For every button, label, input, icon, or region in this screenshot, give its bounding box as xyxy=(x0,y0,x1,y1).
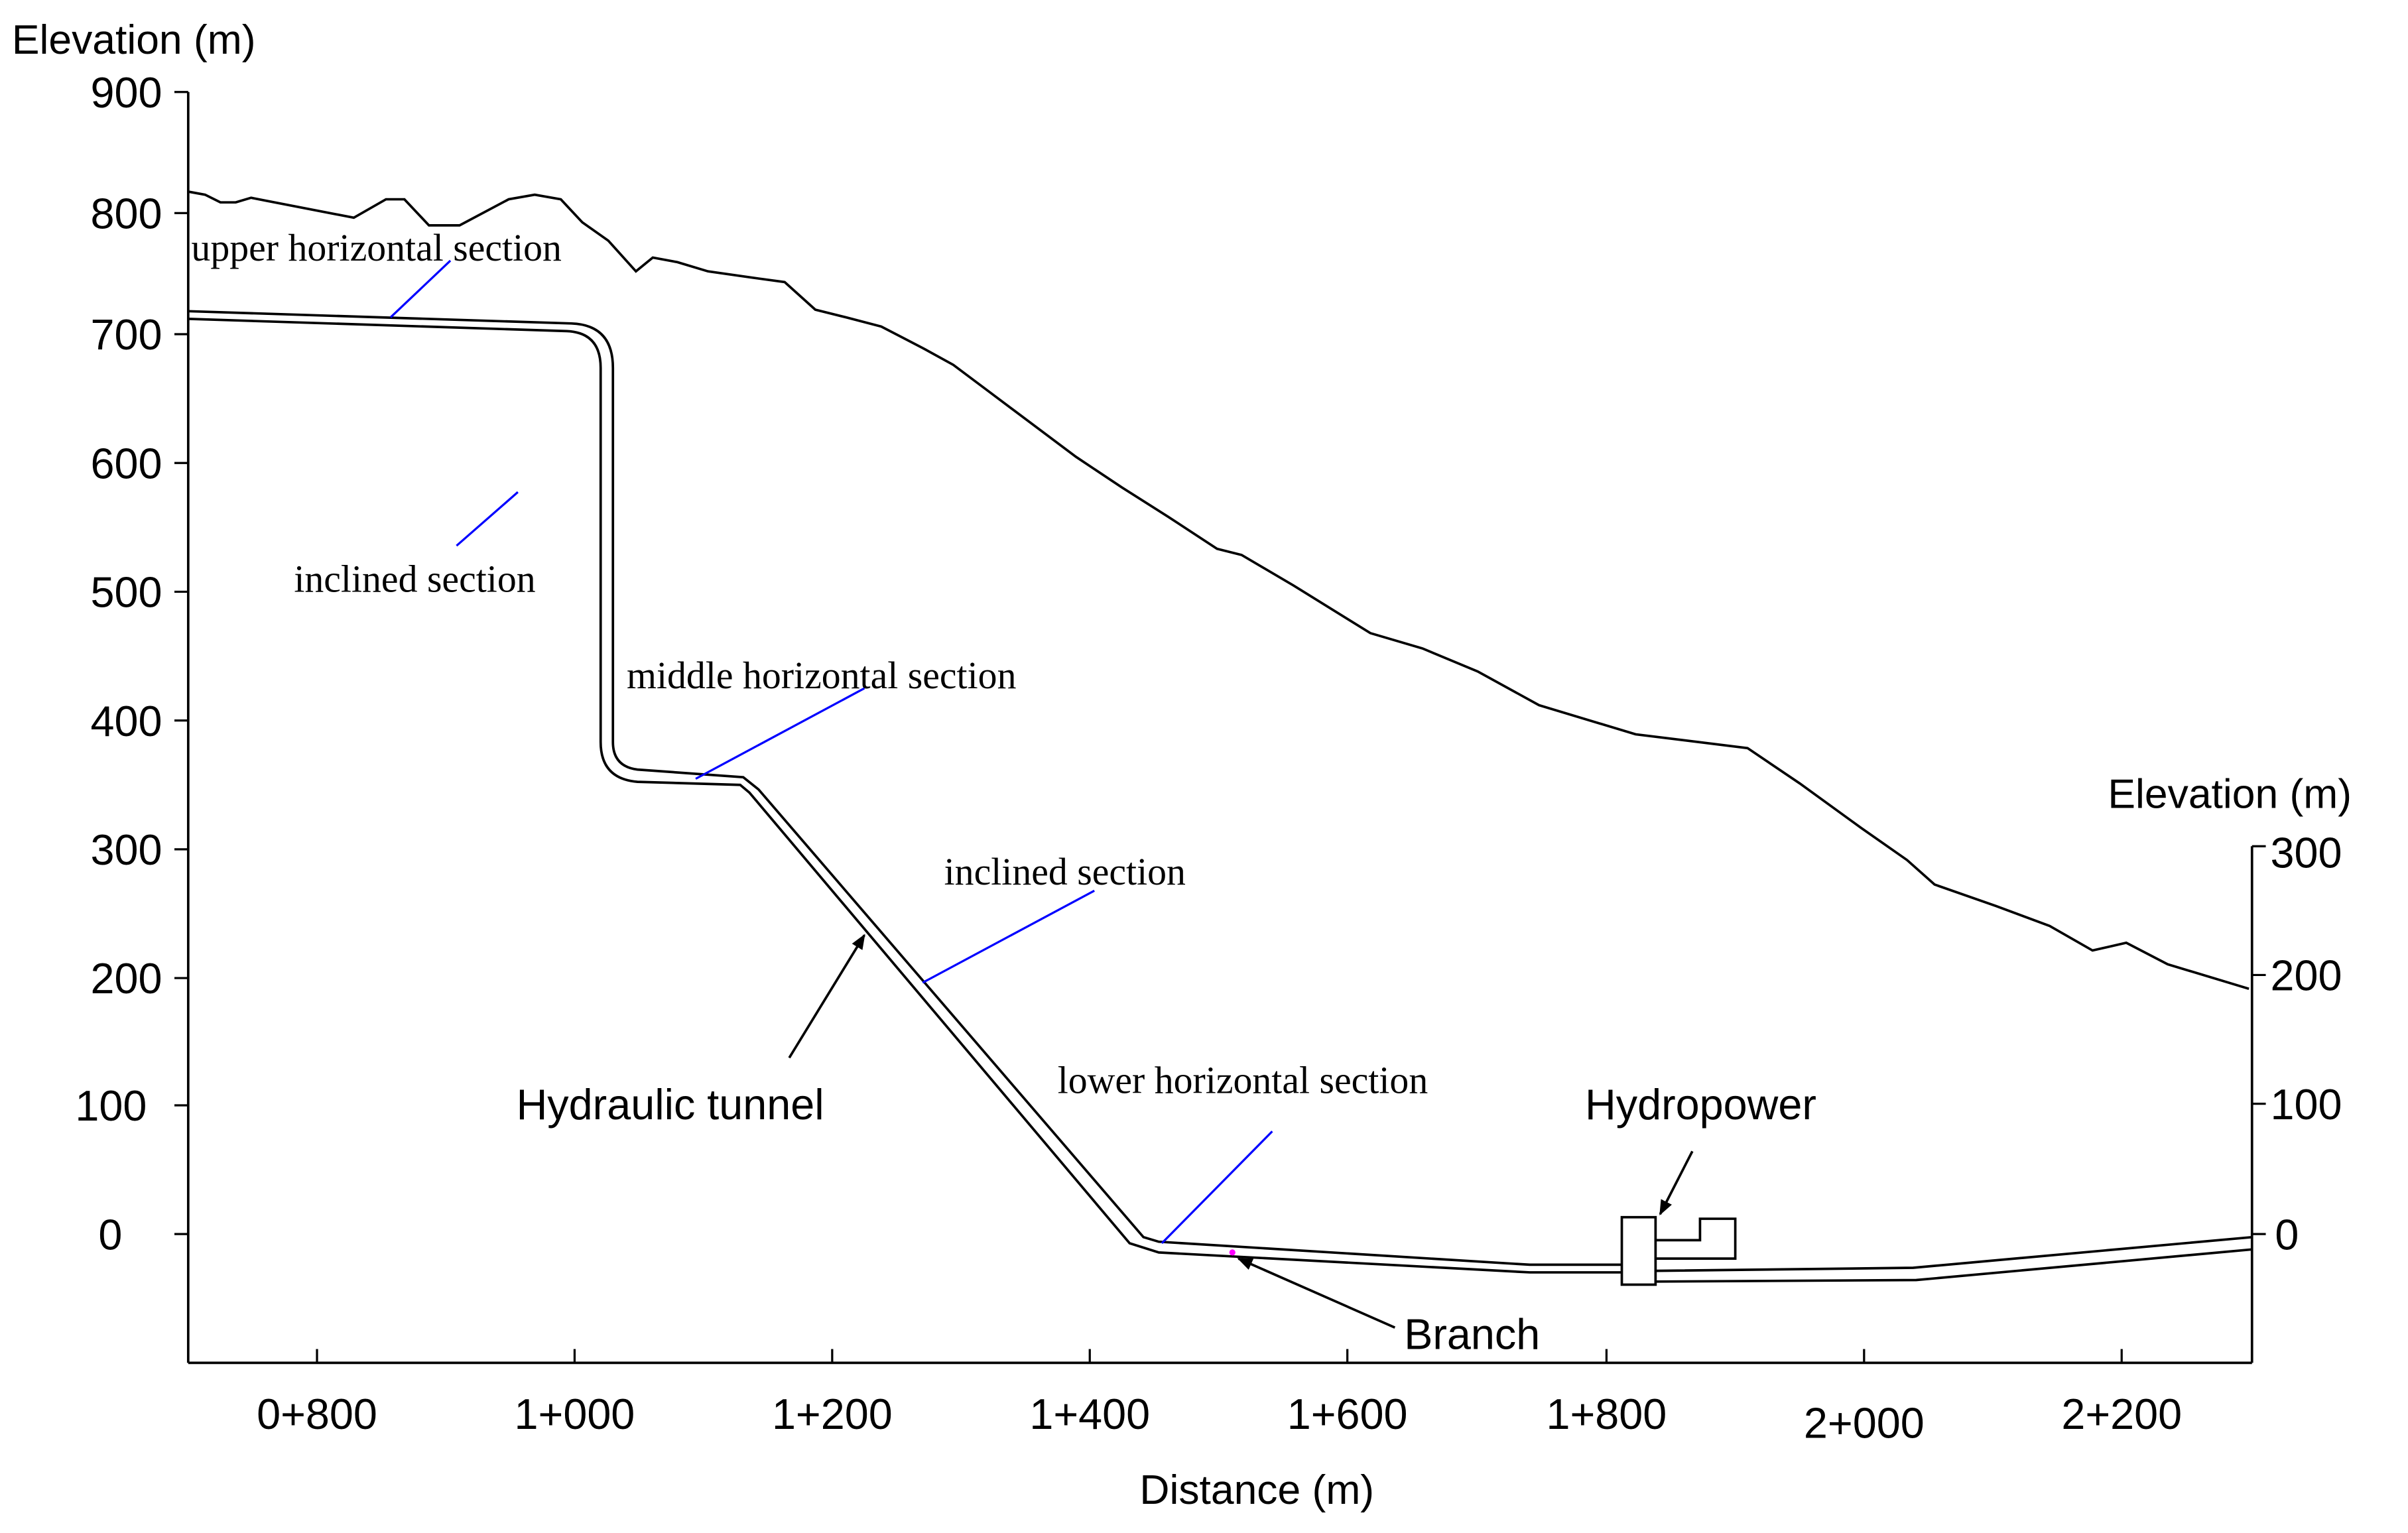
leader-inclined-upper xyxy=(456,491,519,547)
label-hydraulic-tunnel: Hydraulic tunnel xyxy=(517,1080,824,1129)
x-tick-label: 1+000 xyxy=(515,1390,635,1438)
right-axis-ticks xyxy=(2251,845,2266,1235)
tailrace-upper-wall xyxy=(1655,1235,2252,1272)
x-axis-ticks xyxy=(316,1349,2123,1363)
tunnel-upper-wall xyxy=(188,310,1622,1266)
section-labels: upper horizontal section inclined sectio… xyxy=(191,226,1428,1101)
left-axis-title: Elevation (m) xyxy=(12,17,256,63)
x-axis-title: Distance (m) xyxy=(1139,1467,1374,1513)
label-hydropower: Hydropower xyxy=(1585,1080,1816,1129)
leader-inclined-lower xyxy=(922,889,1095,984)
x-tick-label: 1+400 xyxy=(1029,1390,1150,1438)
left-tick-label: 300 xyxy=(91,826,162,874)
left-tick-label: 600 xyxy=(91,439,162,487)
left-tick-label: 0 xyxy=(98,1210,122,1258)
left-tick-label: 200 xyxy=(91,954,162,1003)
branch-marker xyxy=(1229,1249,1236,1256)
right-tick-labels: 300 200 100 0 xyxy=(2270,829,2342,1259)
callout-labels: Hydraulic tunnel Hydropower Branch xyxy=(517,1080,1816,1359)
leader-lower-horizontal xyxy=(1161,1131,1273,1245)
arrow-hydropower xyxy=(1659,1150,1694,1216)
right-tick-label: 0 xyxy=(2275,1210,2299,1258)
left-tick-label: 100 xyxy=(75,1081,147,1130)
x-tick-label: 1+600 xyxy=(1287,1390,1408,1438)
left-tick-label: 900 xyxy=(91,68,162,117)
label-upper-horizontal-section: upper horizontal section xyxy=(191,226,562,269)
left-tick-label: 500 xyxy=(91,568,162,617)
leader-middle-horizontal xyxy=(695,687,865,780)
arrow-branch xyxy=(1237,1257,1396,1329)
tunnel-lower-wall xyxy=(188,318,1622,1274)
arrow-hydraulic-tunnel xyxy=(788,934,865,1059)
right-tick-label: 200 xyxy=(2270,951,2342,1000)
x-tick-label: 1+200 xyxy=(772,1390,893,1438)
right-tick-label: 300 xyxy=(2270,829,2342,877)
ground-surface-line xyxy=(188,190,2250,991)
powerhouse-block xyxy=(1620,1215,1657,1286)
left-tick-labels: 900 800 700 600 500 400 300 200 100 0 xyxy=(75,68,162,1258)
x-tick-label: 2+000 xyxy=(1804,1399,1925,1447)
left-tick-label: 400 xyxy=(91,697,162,745)
tailrace-lower-wall xyxy=(1655,1248,2252,1283)
label-inclined-section-lower: inclined section xyxy=(944,850,1186,893)
label-inclined-section-upper: inclined section xyxy=(294,557,535,600)
hydropower-structure xyxy=(1620,1215,1737,1286)
label-lower-horizontal-section: lower horizontal section xyxy=(1058,1058,1428,1101)
x-tick-label: 1+800 xyxy=(1547,1390,1667,1438)
leader-upper-horizontal xyxy=(389,259,452,318)
x-tick-label: 0+800 xyxy=(257,1390,377,1438)
left-tick-label: 700 xyxy=(91,310,162,359)
label-middle-horizontal-section: middle horizontal section xyxy=(627,654,1017,697)
axes-frame xyxy=(186,92,2253,1365)
callout-arrows xyxy=(788,934,1694,1329)
hydraulic-tunnel xyxy=(188,310,2252,1283)
left-axis-ticks xyxy=(174,91,188,1235)
left-tick-label: 800 xyxy=(91,189,162,237)
leader-lines xyxy=(389,259,1273,1245)
powerhouse-annex xyxy=(1655,1217,1737,1260)
label-branch: Branch xyxy=(1404,1310,1540,1359)
x-tick-labels: 0+800 1+000 1+200 1+400 1+600 1+800 2+00… xyxy=(257,1390,2182,1447)
right-tick-label: 100 xyxy=(2270,1080,2342,1129)
x-tick-label: 2+200 xyxy=(2061,1390,2182,1438)
right-axis-title: Elevation (m) xyxy=(2108,770,2352,817)
